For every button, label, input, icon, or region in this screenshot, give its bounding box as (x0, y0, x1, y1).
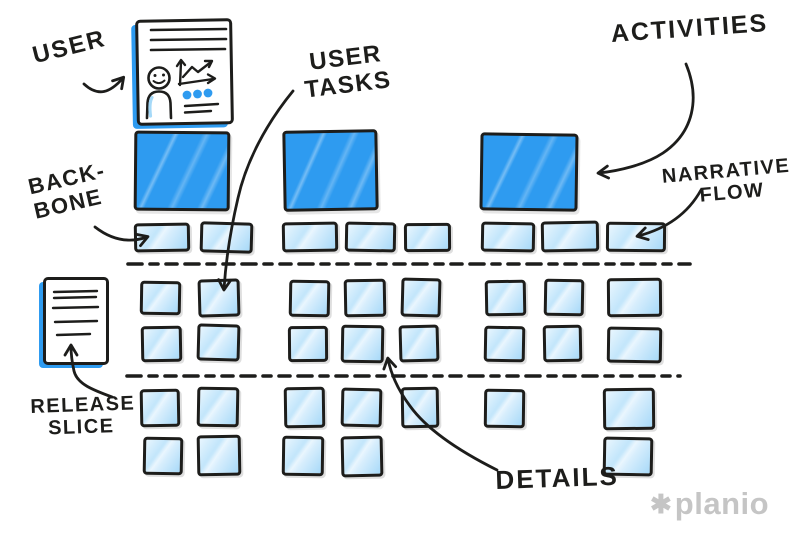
release-slice-card (43, 277, 109, 365)
planio-asterisk-icon: ✱ (650, 488, 672, 519)
user-task-card (403, 222, 452, 253)
activity-card (133, 130, 231, 212)
detail-card (196, 323, 241, 362)
user-task-card (133, 222, 191, 253)
release-slice-label: RELEASE SLICE (30, 392, 136, 440)
user-task-card (344, 221, 397, 253)
details-label: DETAILS (494, 460, 620, 495)
activity-card (479, 132, 579, 212)
detail-card (606, 277, 663, 318)
detail-card (340, 435, 384, 478)
detail-card (139, 280, 182, 316)
detail-card (343, 278, 387, 318)
planio-logo-text: planio (674, 486, 770, 521)
detail-card (484, 279, 527, 317)
user-task-card (540, 220, 600, 253)
detail-card (340, 387, 383, 428)
detail-card (283, 386, 326, 429)
detail-card (287, 325, 329, 363)
user-task-card (199, 221, 254, 254)
user-task-card (281, 221, 339, 253)
user-task-card (605, 221, 667, 253)
user-task-card (480, 221, 536, 253)
activities-arrow (596, 62, 695, 180)
detail-card (543, 278, 585, 317)
detail-card (400, 277, 442, 318)
activity-card (282, 129, 379, 212)
detail-card (142, 436, 184, 476)
detail-card (197, 278, 241, 318)
detail-card (288, 279, 331, 318)
planio-logo: ✱ planio (650, 486, 769, 522)
detail-card (483, 325, 526, 363)
detail-card (140, 325, 183, 363)
release-slice-label-line2: SLICE (47, 415, 115, 440)
activities-label: ACTIVITIES (610, 9, 770, 48)
detail-card (340, 324, 385, 364)
user-persona-card (135, 18, 234, 126)
user-tasks-label: USER TASKS (303, 40, 393, 103)
detail-card (281, 435, 325, 477)
narrative-flow-label: NARRATIVE FLOW (661, 155, 793, 211)
detail-card (400, 386, 440, 429)
detail-card (606, 326, 663, 364)
user-label: USER (29, 24, 109, 70)
detail-card (542, 324, 583, 363)
user-arrow (82, 75, 126, 94)
backbone-label: BACK- BONE (26, 157, 113, 224)
detail-card (196, 434, 242, 477)
detail-card (483, 388, 526, 429)
detail-card (398, 324, 440, 363)
detail-card (602, 387, 656, 431)
detail-card (196, 386, 240, 428)
detail-card (139, 388, 181, 428)
release-slice-label-line1: RELEASE (30, 392, 136, 418)
